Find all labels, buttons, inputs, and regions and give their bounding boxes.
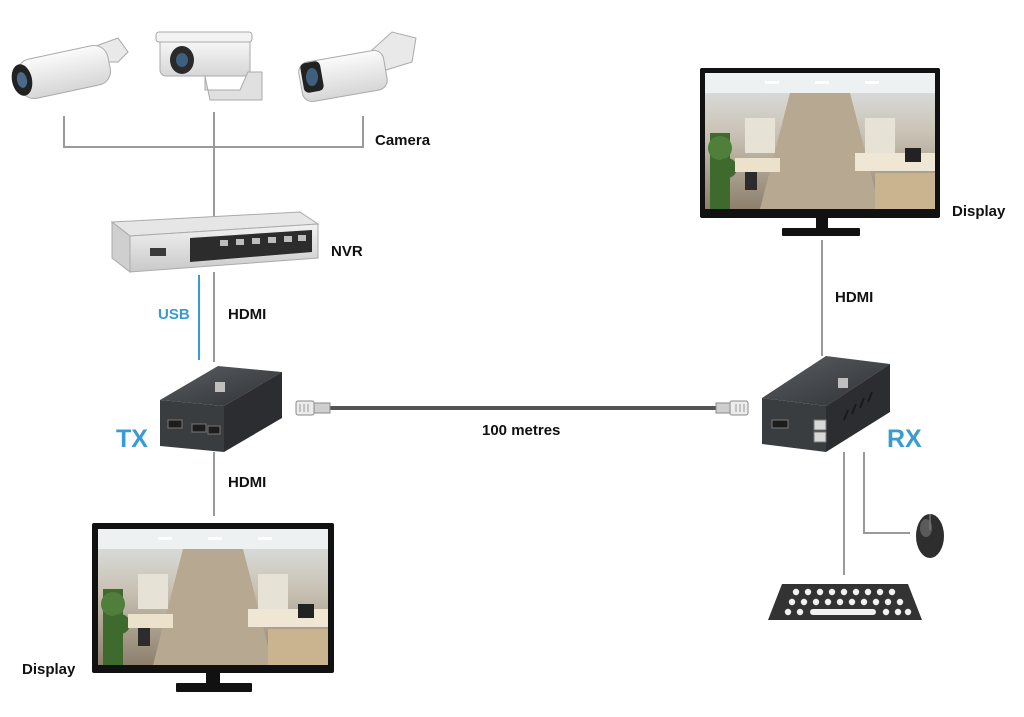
cable-length-label: 100 metres: [482, 422, 561, 439]
camera-bus-lines: [63, 112, 364, 218]
display-right-monitor: [700, 68, 940, 236]
camera-label: Camera: [375, 132, 431, 149]
rx-mouse-line: [863, 452, 910, 534]
nvr-label: NVR: [331, 243, 363, 260]
box-camera-icon: [155, 31, 263, 101]
mouse-icon: [916, 514, 944, 558]
nvr-device: [110, 211, 320, 274]
bullet-camera-2-icon: [298, 31, 417, 103]
hdmi-tx-display-label: HDMI: [228, 474, 267, 491]
display-left-label: Display: [22, 661, 76, 678]
hdmi-nvr-tx-label: HDMI: [228, 306, 267, 323]
display-right-label: Display: [952, 203, 1006, 220]
rx-label: RX: [887, 425, 922, 453]
hdmi-rx-display-label: HDMI: [835, 289, 874, 306]
tx-label: TX: [116, 425, 148, 453]
usb-label: USB: [158, 306, 190, 323]
keyboard-icon: [768, 584, 922, 620]
bullet-camera-1-icon: [11, 37, 129, 100]
display-left-monitor: [92, 523, 334, 692]
ethernet-cable: [295, 400, 749, 416]
rj45-plug-left-icon: [295, 400, 331, 416]
rj45-plug-right-icon: [715, 400, 749, 416]
tx-extender-device: [160, 366, 282, 452]
rx-extender-device: [762, 356, 890, 452]
